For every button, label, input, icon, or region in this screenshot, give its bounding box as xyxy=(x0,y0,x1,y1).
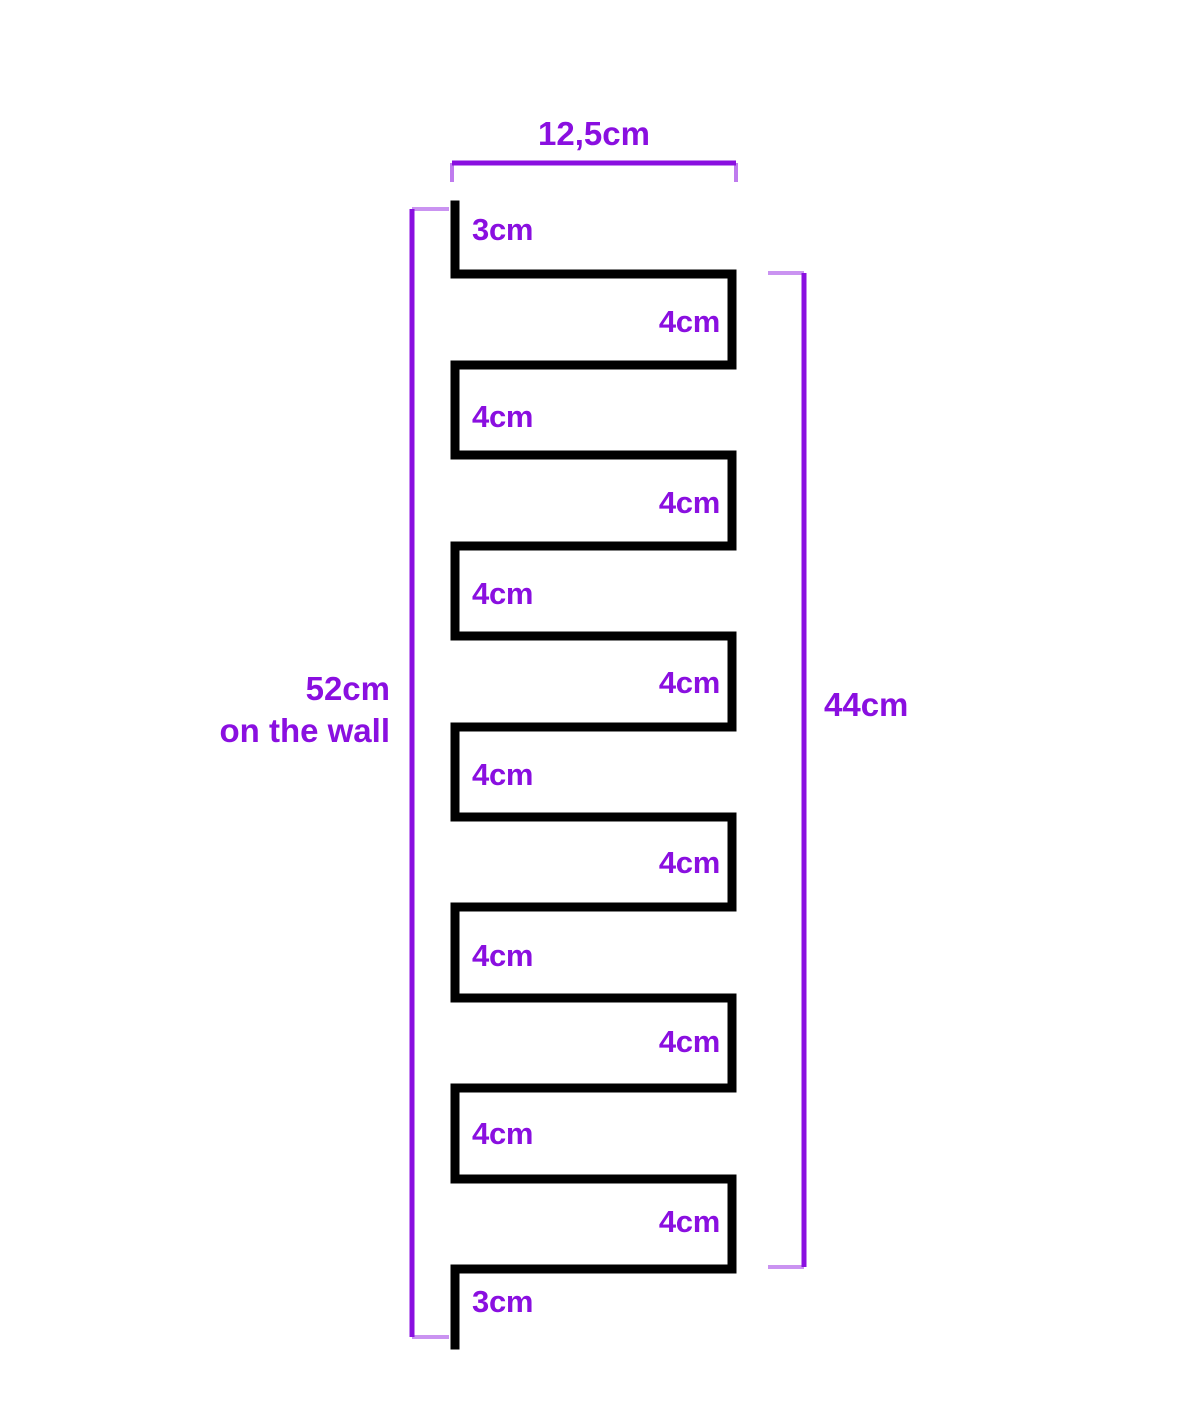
segment-label-6: 4cm xyxy=(658,665,720,700)
zigzag-strip xyxy=(450,200,737,1350)
wall-height-dimension-label: 52cm on the wall xyxy=(140,668,390,752)
segment-label-7: 4cm xyxy=(472,757,534,792)
wall-height-value: 52cm xyxy=(305,670,390,707)
segment-label-3: 4cm xyxy=(472,399,534,434)
width-dimension-bracket xyxy=(450,160,738,182)
segment-label-1: 3cm xyxy=(472,212,534,247)
width-dimension-label: 12,5cm xyxy=(538,115,650,152)
right-height-dimension-bracket xyxy=(768,271,807,1269)
segment-label-10: 4cm xyxy=(658,1024,720,1059)
segment-label-2: 4cm xyxy=(658,304,720,339)
segment-label-5: 4cm xyxy=(472,576,534,611)
wall-height-dimension-bracket xyxy=(409,207,449,1339)
wall-height-note: on the wall xyxy=(219,712,390,750)
segment-label-8: 4cm xyxy=(658,845,720,880)
segment-label-9: 4cm xyxy=(472,938,534,973)
segment-label-12: 4cm xyxy=(658,1204,720,1239)
segment-label-11: 4cm xyxy=(472,1116,534,1151)
segment-label-4: 4cm xyxy=(658,485,720,520)
right-height-dimension-label: 44cm xyxy=(824,686,909,723)
segment-label-13: 3cm xyxy=(472,1284,534,1319)
